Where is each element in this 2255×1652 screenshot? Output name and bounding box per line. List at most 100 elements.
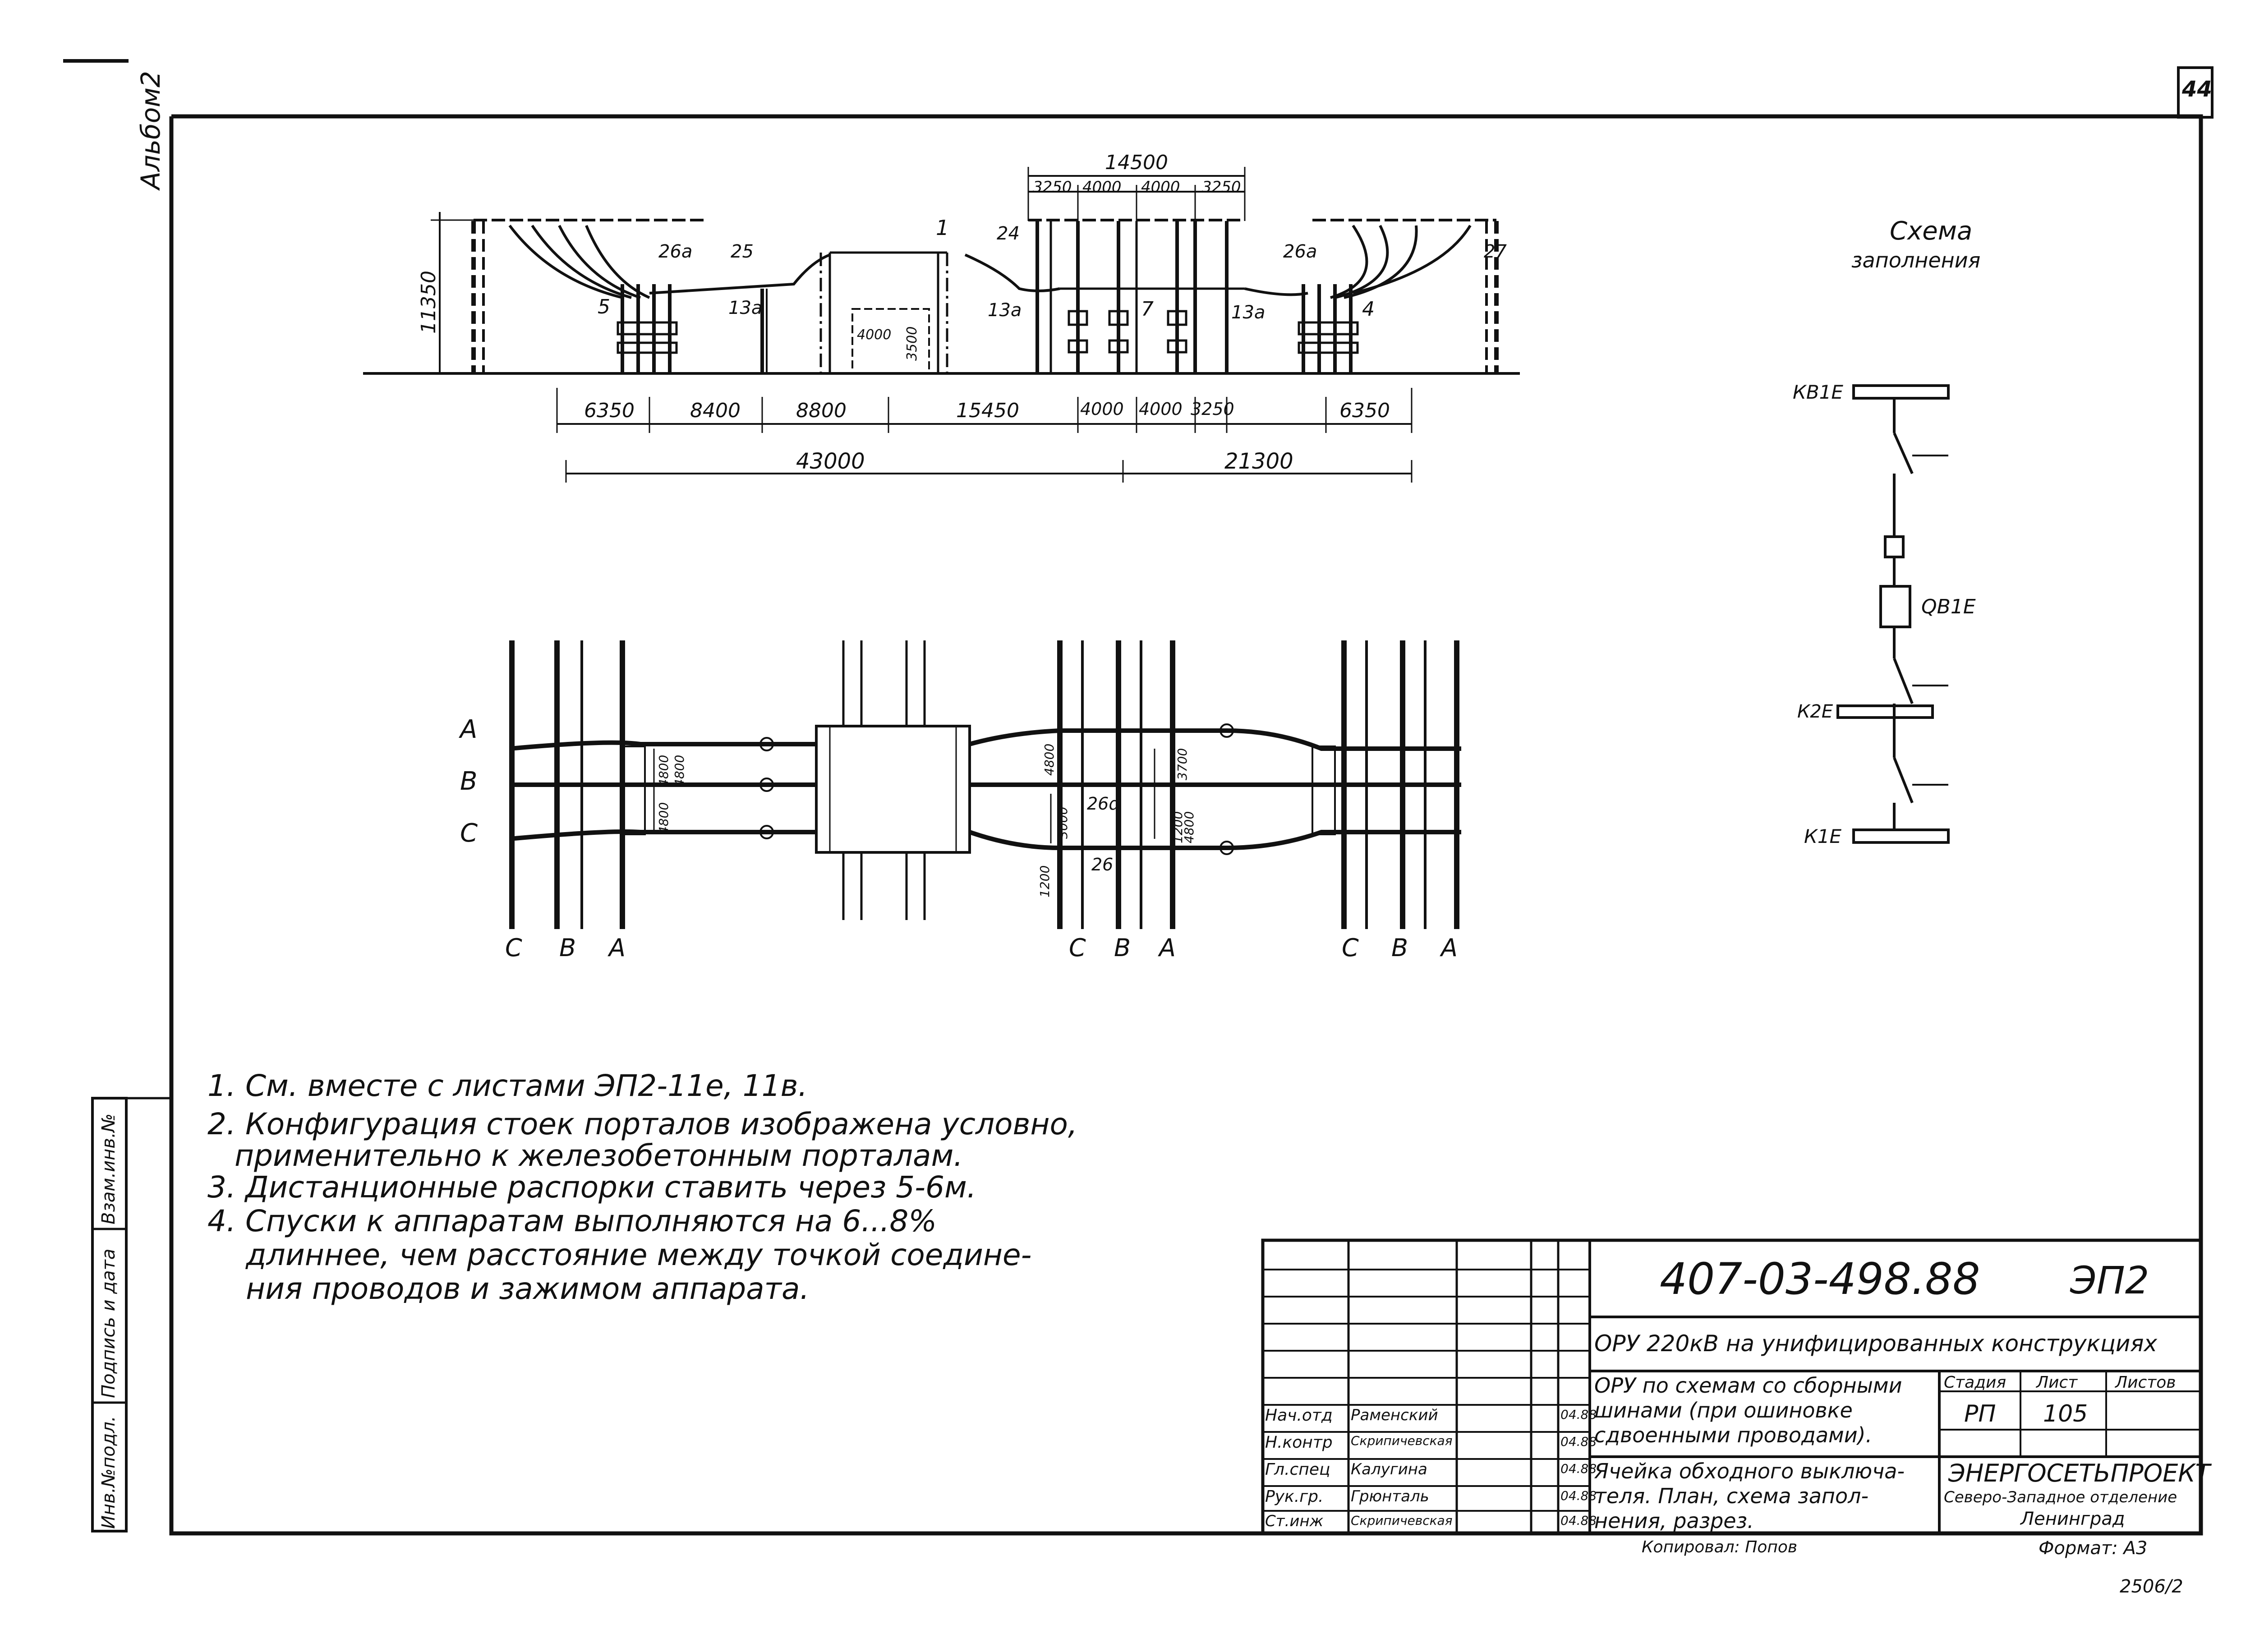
note-3: 3. Дистанционные распорки ставить через …	[207, 1170, 976, 1205]
scheme-breaker	[1879, 585, 1911, 628]
plan-bottom-a-1: A	[609, 934, 626, 962]
label-pos-13a-mid: 13a	[988, 300, 1022, 321]
archive-number: 2506/2	[2120, 1576, 2183, 1597]
section-view	[363, 167, 1520, 483]
signer-date-4: 04.88	[1560, 1488, 1597, 1503]
dim-bottom-8: 6350	[1339, 399, 1390, 422]
album-stamp: Альбом2	[135, 71, 166, 189]
copied-by: Копировал: Попов	[1642, 1538, 1798, 1556]
org-branch: Северо-Западное отделение	[1944, 1488, 2177, 1506]
note-2-cont: применительно к железобетонным порталам.	[235, 1138, 963, 1173]
central-block	[819, 251, 948, 374]
plan-bottom-b-2: B	[1114, 934, 1131, 962]
plan-bottom-c-1: C	[505, 934, 522, 962]
label-pos-1: 1	[936, 216, 949, 240]
dim-bottom-7: 3250	[1191, 399, 1234, 419]
dim-top-overall: 14500	[1105, 151, 1168, 174]
plan-dim-1: 4800	[656, 755, 671, 787]
note-1: 1. См. вместе с листами ЭП2-11е, 11в.	[207, 1068, 808, 1103]
scheme-bus-bottom	[1852, 828, 1950, 844]
dim-top-1: 3250	[1033, 178, 1072, 196]
conductor-sag-left	[649, 253, 831, 295]
label-pos-13a-right: 13a	[1231, 302, 1266, 323]
scheme-current-transformer	[1884, 535, 1905, 558]
plan-bottom-a-3: A	[1441, 934, 1458, 962]
paper-format: Формат: А3	[2039, 1538, 2148, 1559]
sheet-header: Лист	[2036, 1373, 2078, 1392]
plan-dim-9: 1200	[1170, 811, 1185, 843]
scheme-bus-bypass	[1836, 704, 1934, 719]
plan-bottom-c-3: C	[1342, 934, 1359, 962]
scheme-title-1: Схема	[1890, 216, 1973, 246]
phase-label-b: B	[460, 767, 478, 796]
signer-name-5: Скрипичевская	[1351, 1513, 1453, 1528]
plan-label-26d: 26d	[1087, 794, 1120, 814]
object-title: ОРУ 220кВ на унифицированных конструкция…	[1594, 1330, 2158, 1357]
plan-bottom-c-2: C	[1069, 934, 1086, 962]
signer-role-2: Н.контр	[1265, 1433, 1333, 1452]
plan-dim-2: 4800	[672, 755, 687, 787]
plan-dim-4: 4800	[1042, 743, 1057, 776]
label-pos-27: 27	[1484, 241, 1507, 262]
single-line-scheme	[1836, 384, 1950, 844]
signer-date-5: 04.88	[1560, 1513, 1597, 1528]
scheme-disconnector-3	[1893, 757, 1914, 804]
left-apparatus	[617, 284, 678, 373]
subtitle-line-2: шинами (при ошиновке	[1594, 1398, 1853, 1422]
plan-dim-5: 3000	[1055, 806, 1070, 839]
signer-date-2: 04.88	[1560, 1434, 1597, 1449]
scheme-disconnector-1	[1893, 432, 1914, 474]
dim-bottom-3: 8800	[796, 399, 847, 422]
side-stamp-inv: Инв.№подл.	[98, 1416, 119, 1529]
scheme-disconnector-2	[1893, 658, 1914, 704]
sheet-title-line-1: Ячейка обходного выключа-	[1594, 1459, 1905, 1483]
signer-name-3: Калугина	[1351, 1460, 1427, 1478]
middle-apparatus	[1035, 221, 1229, 373]
side-stamp-replace: Взам.инв.№	[98, 1113, 119, 1224]
scheme-title-2: заполнения	[1851, 248, 1981, 272]
label-pos-5: 5	[598, 295, 610, 318]
plan-dim-8: 1200	[1037, 865, 1052, 897]
signer-role-1: Нач.отд	[1265, 1406, 1333, 1425]
label-pos-13a-left: 13a	[728, 298, 763, 318]
sheet-title-line-3: нения, разрез.	[1594, 1509, 1754, 1533]
scheme-label-qb1e: QВ1Е	[1921, 595, 1976, 618]
dim-bottom-2: 8400	[690, 399, 741, 422]
plan-view	[509, 640, 1461, 929]
right-apparatus	[1298, 284, 1359, 373]
sheet-value: 105	[2043, 1400, 2088, 1427]
plan-phase-conductors	[509, 723, 1461, 855]
stage-header: Стадия	[1944, 1373, 2006, 1392]
signer-name-1: Раменский	[1351, 1406, 1438, 1424]
note-4-cont-1: длиннее, чем расстояние между точкой сое…	[246, 1238, 1032, 1272]
signer-role-4: Рук.гр.	[1265, 1487, 1324, 1506]
plan-central-portal	[815, 640, 971, 920]
dim-height: 11350	[417, 271, 440, 334]
conductor-sag-right	[964, 253, 1060, 292]
side-stamp-box	[91, 1097, 128, 1532]
dim-height-small-1: 4000	[857, 327, 892, 343]
org-name: ЭНЕРГОСЕТЬПРОЕКТ	[1948, 1459, 2210, 1487]
label-pos-4: 4	[1362, 298, 1375, 321]
plan-bottom-a-2: A	[1159, 934, 1176, 962]
phase-label-c: C	[460, 819, 478, 848]
plan-dim-3: 4800	[656, 802, 671, 834]
scheme-label-k2e: К2Е	[1797, 701, 1833, 722]
org-city: Ленинград	[2020, 1509, 2125, 1529]
plan-label-26: 26	[1091, 855, 1114, 874]
signer-date-3: 04.88	[1560, 1461, 1597, 1476]
dim-bottom-6: 4000	[1139, 399, 1183, 419]
label-pos-26a-right: 26a	[1283, 241, 1317, 262]
stage-value: РП	[1964, 1400, 1996, 1427]
dim-total-left: 43000	[796, 449, 865, 474]
label-pos-25: 25	[731, 241, 754, 262]
dim-bottom-1: 6350	[584, 399, 635, 422]
label-pos-24: 24	[997, 223, 1020, 244]
dim-top-2: 4000	[1082, 178, 1122, 196]
title-block-grid	[1261, 1238, 2203, 1535]
sheets-header: Листов	[2115, 1373, 2176, 1392]
sheet-corner-box	[2177, 66, 2214, 119]
doc-mark: ЭП2	[2070, 1258, 2149, 1302]
